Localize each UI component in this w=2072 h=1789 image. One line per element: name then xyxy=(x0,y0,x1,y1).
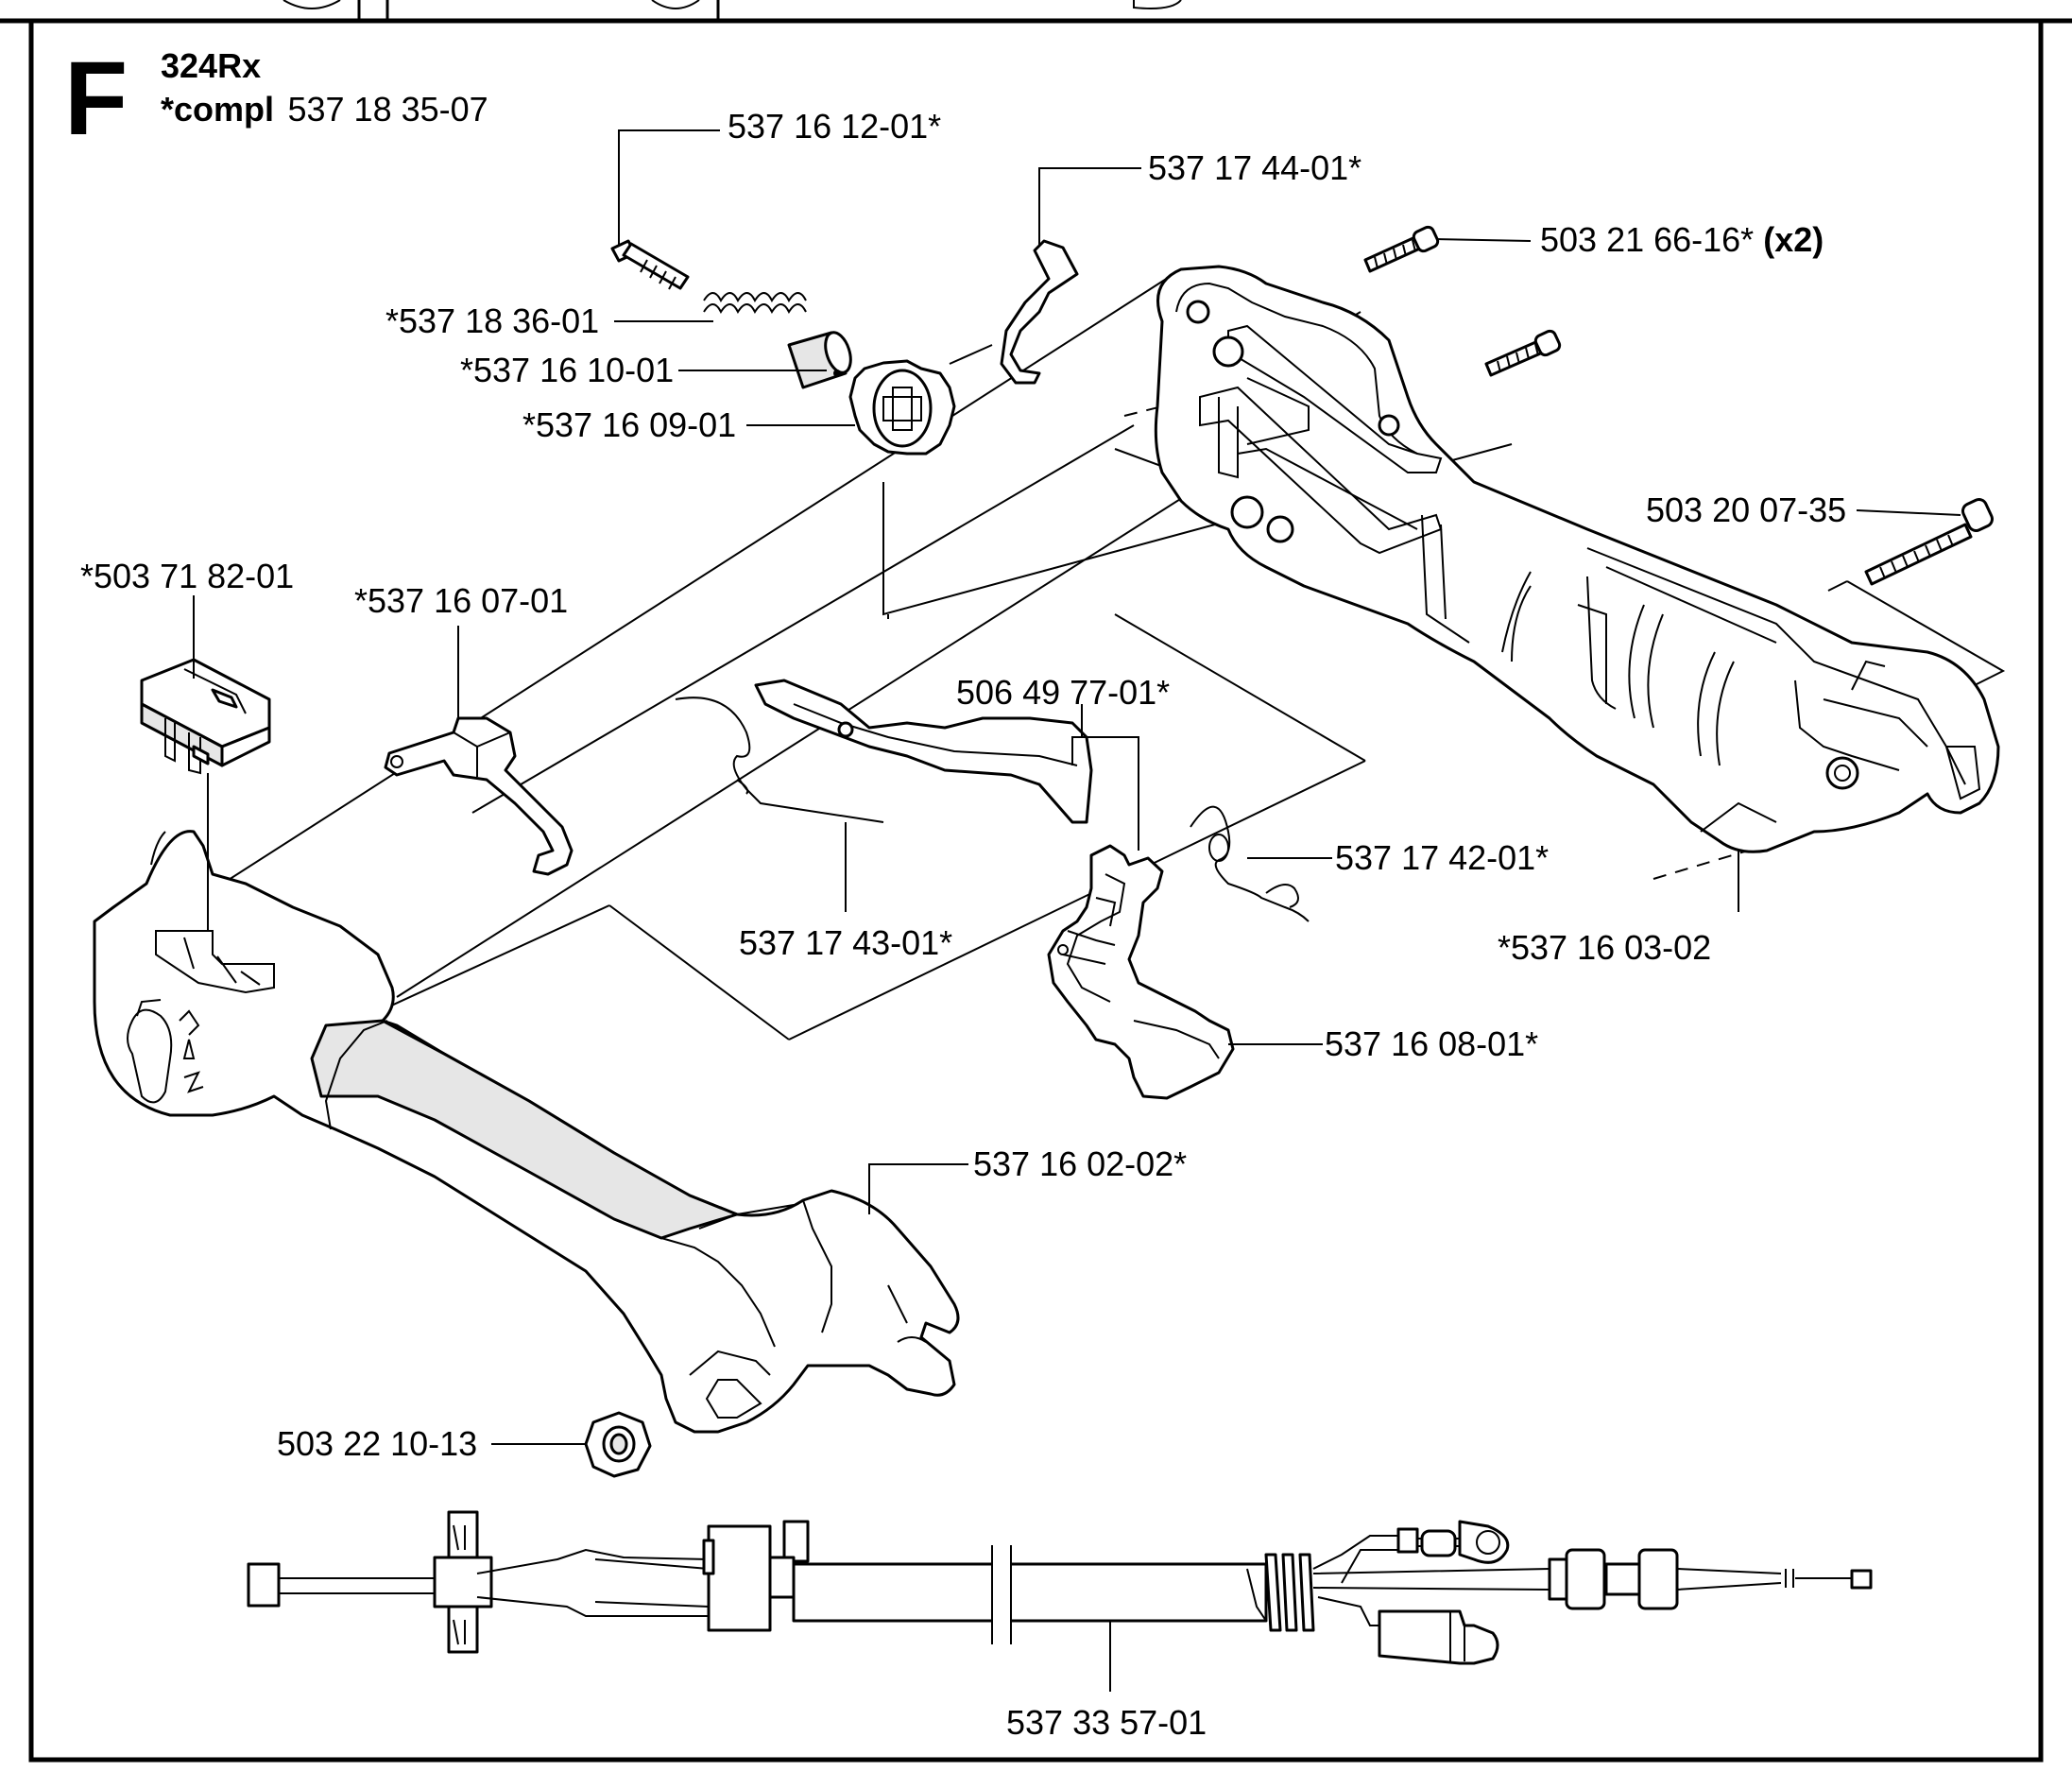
label-537-16-08-01: 537 16 08-01* xyxy=(1325,1024,1538,1063)
cable-537-33-57-01 xyxy=(247,1510,1873,1665)
part-labels: 537 16 12-01* 537 17 44-01* 503 21 66-16… xyxy=(80,107,1846,1742)
label-537-16-12-01: 537 16 12-01* xyxy=(728,107,941,146)
leader-lines xyxy=(193,129,1961,1692)
throttle-rod-537-17-43-01 xyxy=(675,679,1093,824)
label-537-16-07-01: *537 16 07-01 xyxy=(354,581,568,620)
label-537-33-57-01: 537 33 57-01 xyxy=(1006,1703,1207,1742)
screw-503-20-07-35 xyxy=(1864,498,1994,586)
compl-number: 537 18 35-07 xyxy=(287,90,488,129)
label-503-21-66-16-qty: (x2) xyxy=(1763,220,1824,259)
label-537-16-03-02: *537 16 03-02 xyxy=(1498,928,1711,967)
label-537-17-42-01: 537 17 42-01* xyxy=(1335,838,1549,877)
lockout-lever-537-16-07-01 xyxy=(384,716,574,876)
label-503-20-07-35: 503 20 07-35 xyxy=(1646,490,1846,529)
label-537-17-43-01: 537 17 43-01* xyxy=(739,923,952,962)
compl-prefix: *compl xyxy=(161,90,274,129)
label-537-17-44-01: 537 17 44-01* xyxy=(1148,148,1361,187)
label-506-49-77-01: 506 49 77-01* xyxy=(956,673,1170,712)
section-letter: F xyxy=(64,41,128,157)
clip-537-17-44-01 xyxy=(1000,239,1079,385)
compl-label: *compl 537 18 35-07 xyxy=(161,90,488,129)
model-name: 324Rx xyxy=(161,46,261,85)
label-537-16-09-01: *537 16 09-01 xyxy=(522,405,736,444)
stop-switch-503-71-82-01 xyxy=(140,658,271,775)
label-503-21-66-16: 503 21 66-16*(x2) xyxy=(1540,220,1824,259)
front-handle-537-16-02-02 xyxy=(93,830,960,1434)
label-503-71-82-01: *503 71 82-01 xyxy=(80,557,294,595)
throttle-wire-537-17-42-01 xyxy=(1190,805,1310,922)
label-537-18-36-01: *537 18 36-01 xyxy=(385,301,599,340)
label-537-16-10-01: *537 16 10-01 xyxy=(460,351,674,389)
throttle-trigger-537-16-08-01 xyxy=(1047,844,1235,1100)
adjust-screw-assembly xyxy=(610,239,956,456)
rear-handle-537-16-03-02 xyxy=(1154,265,2000,853)
label-503-21-66-16-number: 503 21 66-16* xyxy=(1540,220,1754,259)
nut-503-22-10-13 xyxy=(584,1411,652,1478)
label-503-22-10-13: 503 22 10-13 xyxy=(277,1424,477,1463)
label-537-16-02-02: 537 16 02-02* xyxy=(973,1144,1187,1183)
screw-503-21-66-16 xyxy=(1363,225,1562,377)
